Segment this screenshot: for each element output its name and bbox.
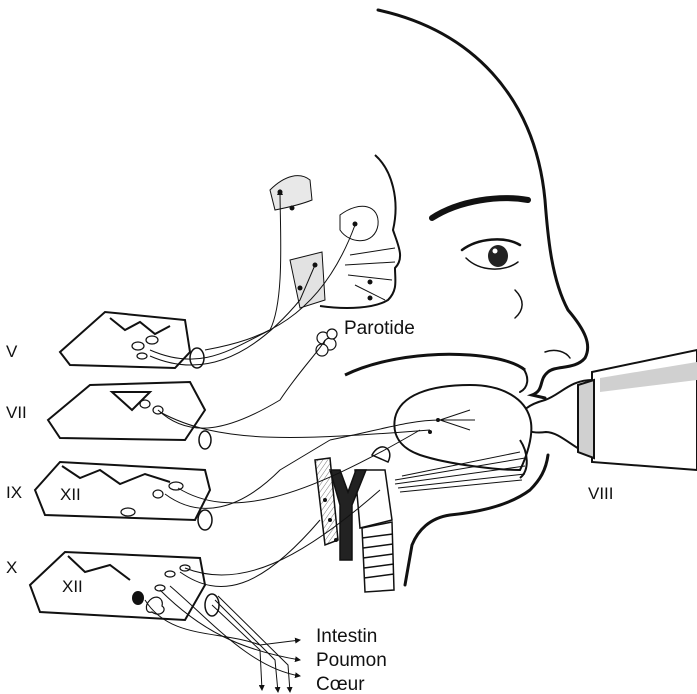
- teat-collar: [578, 380, 594, 458]
- label-nucleus-xii-upper: XII: [60, 485, 81, 504]
- label-lung: Poumon: [316, 650, 387, 671]
- zygomatic: [340, 206, 378, 240]
- label-nucleus-xii-lower: XII: [62, 577, 83, 596]
- label-parotid: Parotide: [344, 318, 415, 339]
- face-profile: [320, 155, 400, 308]
- epiglottis: [372, 447, 390, 462]
- label-nerve-x: X: [6, 558, 17, 577]
- label-nerve-vii: VII: [6, 403, 27, 422]
- facial-muscles: [270, 155, 400, 308]
- mouth-line: [520, 368, 527, 392]
- cheek-line: [515, 290, 522, 318]
- masseter: [290, 252, 325, 308]
- larynx-trachea: [315, 447, 394, 592]
- orbicularis: [345, 248, 395, 300]
- palate: [345, 354, 525, 375]
- eye-iris: [488, 245, 508, 267]
- head-profile: [378, 10, 588, 585]
- nuclei: [121, 336, 190, 591]
- nucleus-ambiguus: [132, 591, 144, 605]
- parotid-gland: [316, 329, 337, 356]
- slice-vii: [48, 382, 205, 440]
- temporal-muscle: [270, 176, 312, 210]
- eyebrow: [432, 198, 528, 218]
- label-nerve-viii: VIII: [588, 484, 614, 503]
- label-heart: Cœur: [316, 674, 365, 694]
- feeding-bottle: [520, 350, 697, 470]
- label-intestine: Intestin: [316, 626, 377, 647]
- head-outline: [378, 10, 588, 398]
- nostril: [545, 350, 570, 358]
- eye-pupil-highlight: [493, 249, 498, 254]
- label-nerve-v: V: [6, 342, 18, 361]
- slice-v: [60, 312, 190, 368]
- slice-x: [30, 552, 205, 620]
- label-nerve-ix: IX: [6, 483, 22, 502]
